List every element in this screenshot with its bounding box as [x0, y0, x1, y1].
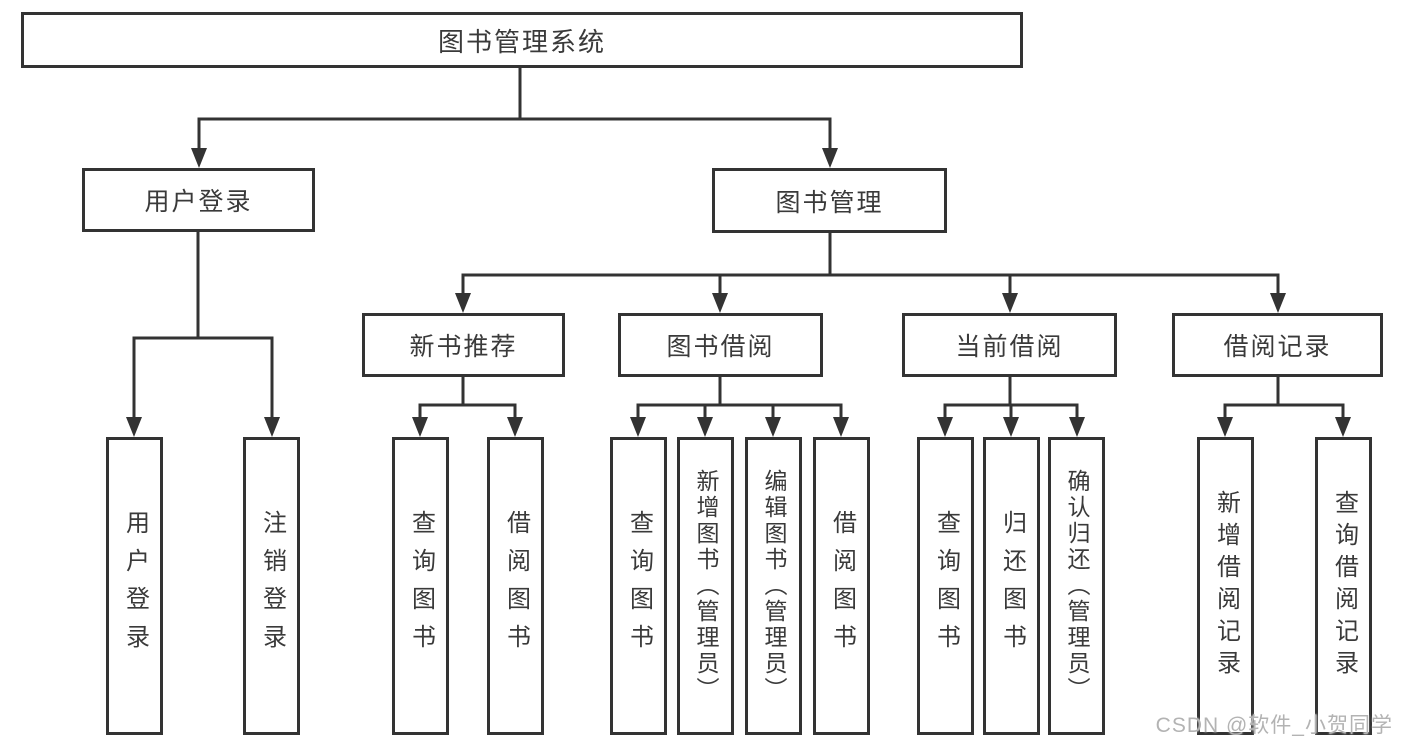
leaf-label: 借阅图书 — [828, 510, 856, 662]
csdn-watermark: CSDN @软件_小贺同学 — [1155, 714, 1393, 737]
leaf-label: 注销登录 — [258, 510, 286, 662]
leaf-label: 编辑图书（管理员） — [761, 469, 787, 703]
node-current-borrowing: 当前借阅 — [902, 313, 1117, 377]
arrowheads — [126, 148, 1351, 437]
node-label: 借阅记录 — [1223, 333, 1332, 361]
node-library-management-system: 图书管理系统 — [21, 12, 1023, 68]
leaf-edit-books-admin: 编辑图书（管理员） — [745, 437, 802, 735]
leaf-label: 确认归还（管理员） — [1064, 469, 1090, 703]
leaf-label: 用户登录 — [121, 510, 149, 662]
node-label: 图书管理系统 — [437, 26, 606, 57]
leaf-add-books-admin: 新增图书（管理员） — [677, 437, 734, 735]
node-label: 用户登录 — [144, 188, 253, 216]
node-book-management-branch: 图书管理 — [712, 168, 947, 233]
leaf-user-login: 用户登录 — [106, 437, 163, 735]
leaf-query-borrow-record: 查询借阅记录 — [1315, 437, 1372, 735]
leaf-label: 查询借阅记录 — [1330, 490, 1358, 682]
leaf-query-books-current: 查询图书 — [917, 437, 974, 735]
leaf-query-books-borrow: 查询图书 — [610, 437, 667, 735]
node-label: 新书推荐 — [409, 333, 518, 361]
node-book-borrowing: 图书借阅 — [618, 313, 823, 377]
leaf-return-books: 归还图书 — [983, 437, 1040, 735]
leaf-borrow-books: 借阅图书 — [813, 437, 870, 735]
leaf-logout: 注销登录 — [243, 437, 300, 735]
leaf-confirm-return-admin: 确认归还（管理员） — [1048, 437, 1105, 735]
leaf-label: 借阅图书 — [502, 510, 530, 662]
leaf-label: 归还图书 — [998, 510, 1026, 662]
node-label: 当前借阅 — [955, 333, 1064, 361]
node-user-login-branch: 用户登录 — [82, 168, 315, 232]
leaf-borrow-books-recommend: 借阅图书 — [487, 437, 544, 735]
node-borrowing-records: 借阅记录 — [1172, 313, 1383, 377]
leaf-label: 查询图书 — [407, 510, 435, 662]
leaf-label: 新增借阅记录 — [1212, 490, 1240, 682]
leaf-label: 新增图书（管理员） — [693, 469, 719, 703]
leaf-label: 查询图书 — [625, 510, 653, 662]
leaf-query-books-recommend: 查询图书 — [392, 437, 449, 735]
node-label: 图书借阅 — [666, 333, 775, 361]
node-new-book-recommend: 新书推荐 — [362, 313, 565, 377]
leaf-add-borrow-record: 新增借阅记录 — [1197, 437, 1254, 735]
node-label: 图书管理 — [775, 188, 884, 217]
leaf-label: 查询图书 — [932, 510, 960, 662]
